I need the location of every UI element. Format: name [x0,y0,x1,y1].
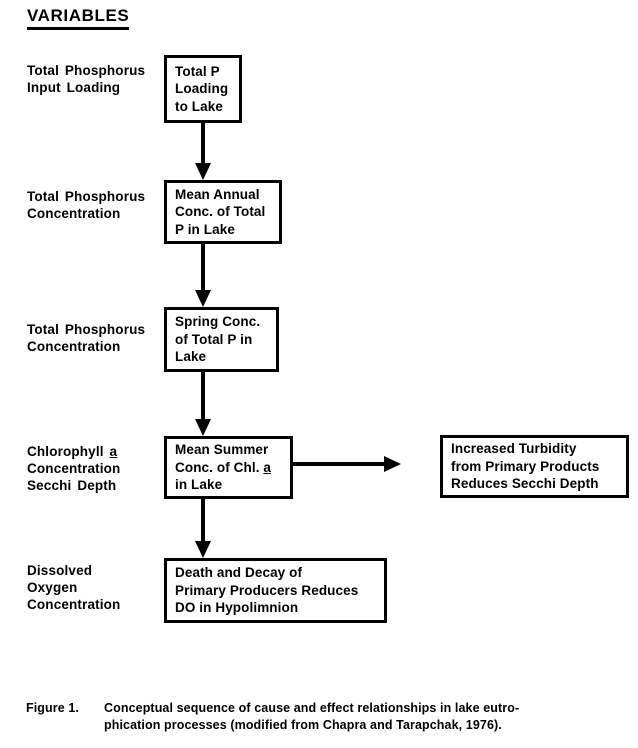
arrow-stem [201,372,205,419]
figure-caption: Figure 1. Conceptual sequence of cause an… [26,700,626,734]
arrow-head-down-icon [195,290,211,307]
figure-caption-line2: phication processes (modified from Chapr… [104,718,502,732]
arrow-stem [201,244,205,290]
arrow-stem [201,123,205,163]
arrow-stem [201,499,205,541]
arrow-stem [293,462,384,466]
chl-a-italic: a [263,459,272,475]
arrow-head-down-icon [195,419,211,436]
chlorophyll-a-italic: a [109,444,118,459]
figure-caption-line1: Conceptual sequence of cause and effect … [104,701,520,715]
arrow-head-down-icon [195,163,211,180]
variables-heading: VARIABLES [27,7,130,30]
arrow-head-right-icon [384,456,401,472]
figure-caption-label: Figure 1. [26,701,79,715]
arrow-head-down-icon [195,541,211,558]
